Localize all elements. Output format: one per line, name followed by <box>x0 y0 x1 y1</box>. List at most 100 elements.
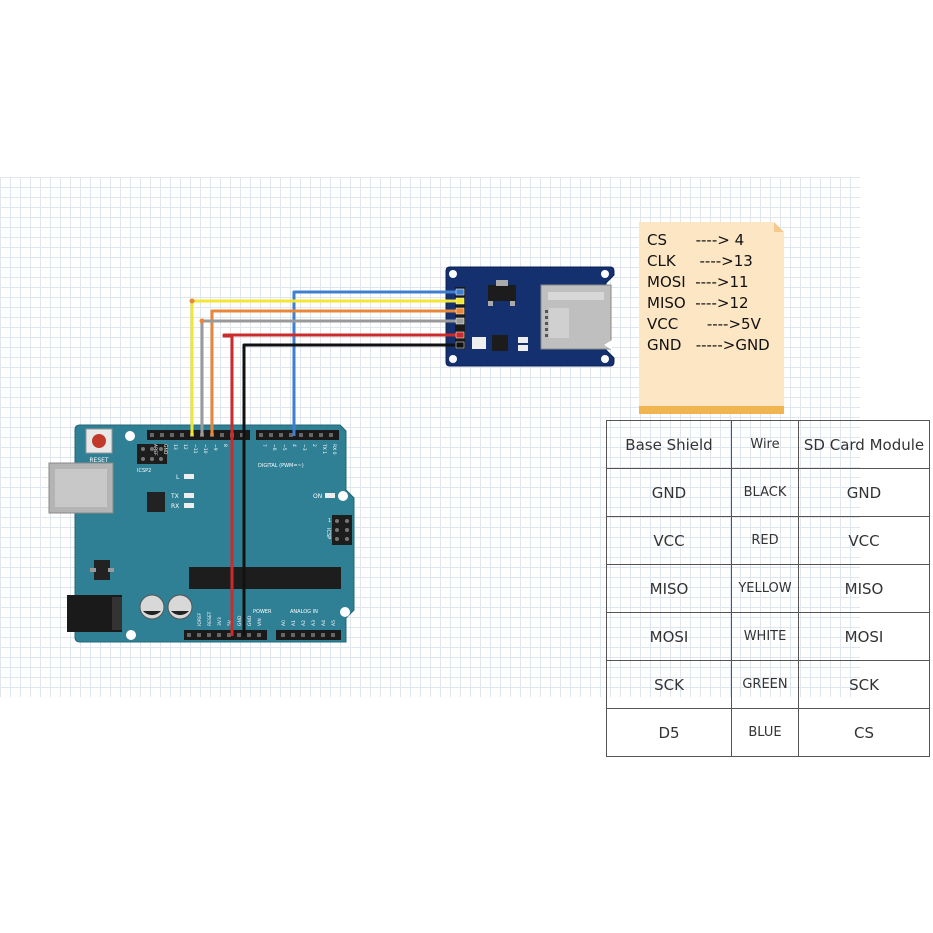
pin-label: A5 <box>331 620 337 626</box>
table-cell: BLUE <box>731 708 799 757</box>
pin-label: 12 <box>182 444 188 450</box>
pin-hole <box>281 633 285 637</box>
voltage-regulator <box>94 560 110 580</box>
pin-label: ~11 <box>192 444 198 454</box>
pin-label: A0 <box>281 620 287 626</box>
table-header-row: Base Shield Wire SD Card Module <box>606 420 930 469</box>
usb-chip <box>147 492 165 512</box>
wire-blue <box>292 290 460 436</box>
table-cell: SCK <box>798 660 930 709</box>
pin-hole <box>240 433 244 437</box>
table-cell: MISO <box>606 564 732 613</box>
module-mounting-hole <box>449 270 457 278</box>
pin-hole <box>321 633 325 637</box>
table-cell: WHITE <box>731 612 799 661</box>
pin-label: RESET <box>207 611 213 626</box>
table-cell: MOSI <box>606 612 732 661</box>
pin-hole <box>150 433 154 437</box>
pin-mapping-note <box>639 222 784 414</box>
pin-hole <box>257 633 261 637</box>
module-mounting-hole <box>601 270 609 278</box>
note-line: MOSI ---->11 <box>647 273 749 291</box>
pin-hole <box>237 633 241 637</box>
table-cell: BLACK <box>731 468 799 517</box>
table-cell: MOSI <box>798 612 930 661</box>
mounting-hole <box>126 630 136 640</box>
wire-red <box>222 333 460 636</box>
table-row: D5 BLUE CS <box>606 708 930 757</box>
pin-hole <box>299 433 303 437</box>
icsp-label: ICSP <box>325 528 331 539</box>
table-cell: GND <box>606 468 732 517</box>
pin-hole <box>227 633 231 637</box>
table-row: VCC RED VCC <box>606 516 930 565</box>
capacitor <box>139 594 165 620</box>
pin-hole <box>247 633 251 637</box>
table-row: MISO YELLOW MISO <box>606 564 930 613</box>
table-header: Wire <box>731 420 799 469</box>
pin-label: 8 <box>222 444 228 447</box>
table-row: MOSI WHITE MOSI <box>606 612 930 661</box>
reset-button-cap[interactable] <box>92 434 106 448</box>
pin-hole <box>180 433 184 437</box>
digital-header-left <box>147 430 250 440</box>
pin-label: GND <box>247 615 253 626</box>
module-component <box>518 345 528 351</box>
module-mounting-hole <box>601 355 609 363</box>
icsp2-label: ICSP2 <box>137 468 151 474</box>
pin-label: ~9 <box>212 444 218 451</box>
pin-hole <box>289 433 293 437</box>
pin-label: GND <box>162 444 168 455</box>
pin-hole <box>170 433 174 437</box>
power-label: POWER <box>253 609 272 615</box>
pin-hole <box>309 433 313 437</box>
pin-label: VIN <box>257 618 263 626</box>
mounting-hole <box>338 491 348 501</box>
analog-header <box>276 630 341 640</box>
connection-table: Base Shield Wire SD Card Module GND BLAC… <box>606 420 930 757</box>
module-component <box>472 337 486 349</box>
led-l-label: L <box>176 474 180 481</box>
note-line: MISO ---->12 <box>647 294 749 312</box>
arduino-uno-board: RESET ICSP2 L TX RX ON <box>48 424 355 643</box>
table-row: SCK GREEN SCK <box>606 660 930 709</box>
wire-connector <box>455 297 465 305</box>
led-tx <box>184 493 194 498</box>
mounting-hole <box>125 431 135 441</box>
module-mounting-hole <box>449 355 457 363</box>
note-lines: CS ----> 4 CLK ---->13 MOSI ---->11 MISO… <box>647 230 770 356</box>
note-line: VCC ---->5V <box>647 315 761 333</box>
table-header: SD Card Module <box>798 420 930 469</box>
pin-hole <box>279 433 283 437</box>
pin-label: 13 <box>172 444 178 450</box>
power-analog-pin-holes <box>187 633 335 637</box>
mounting-hole <box>340 607 350 617</box>
led-rx-label: RX <box>171 503 179 510</box>
pin-label: A1 <box>291 620 297 626</box>
wire-connector <box>455 288 465 296</box>
digital-header-right <box>256 430 339 440</box>
sd-card-module <box>445 266 615 367</box>
pin-label: 7 <box>261 444 267 447</box>
table-cell: MISO <box>798 564 930 613</box>
wire-connector <box>455 307 465 315</box>
pin-label: RX 0 <box>331 444 337 455</box>
note-line: CS ----> 4 <box>647 231 745 249</box>
table-cell: YELLOW <box>731 564 799 613</box>
note-bottom-bar <box>639 406 784 414</box>
led-tx-label: TX <box>170 493 179 500</box>
pin-hole <box>301 633 305 637</box>
table-cell: VCC <box>606 516 732 565</box>
pin-label: ~3 <box>301 444 307 451</box>
table-cell: RED <box>731 516 799 565</box>
pin-label: A4 <box>321 620 327 626</box>
pin-hole <box>197 633 201 637</box>
pin-label: 5V <box>227 619 233 626</box>
pin-label: AREF <box>152 444 158 456</box>
note-line: CLK ---->13 <box>647 252 753 270</box>
wire-joint <box>199 318 205 324</box>
usb-connector-inner <box>55 469 107 507</box>
